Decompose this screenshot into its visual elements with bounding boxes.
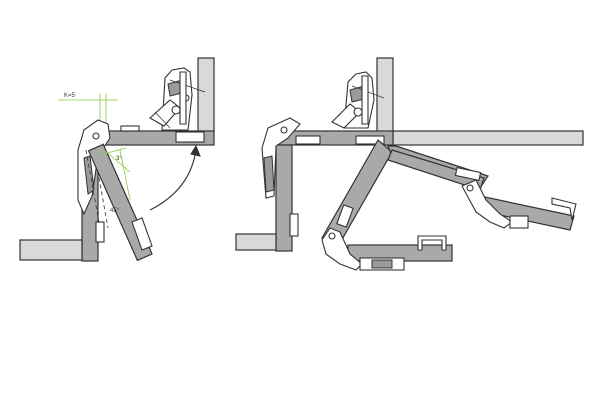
angle-small-label: 3° bbox=[116, 156, 122, 162]
left-mounting-plate-a bbox=[120, 125, 140, 132]
right-wall-panel bbox=[376, 57, 394, 133]
left-hinge-closed bbox=[149, 67, 206, 131]
right-far-door bbox=[475, 195, 577, 231]
right-side-hinge bbox=[261, 117, 301, 199]
left-handle-bracket bbox=[131, 217, 153, 251]
left-dimension-k: K=5 bbox=[58, 93, 118, 128]
right-assembly bbox=[235, 57, 584, 271]
left-assembly: K=5 3° 45° bbox=[19, 57, 215, 262]
right-lower-bracket-a bbox=[289, 213, 299, 237]
angle-mark-label: 45° bbox=[110, 208, 120, 214]
k-value-label: K=5 bbox=[64, 93, 76, 99]
right-lower-hinge bbox=[321, 227, 405, 271]
right-far-hinge bbox=[461, 179, 529, 229]
right-upper-plate bbox=[454, 166, 482, 182]
left-lower-bracket bbox=[95, 221, 105, 243]
right-diagonal-bracket bbox=[336, 204, 354, 228]
left-wall-panel bbox=[197, 57, 215, 133]
right-vertical-panel bbox=[275, 144, 293, 252]
right-base-panel bbox=[235, 233, 277, 251]
right-long-panel bbox=[392, 130, 584, 146]
left-mounting-plate-b bbox=[175, 131, 205, 143]
right-lower-door bbox=[347, 235, 453, 262]
left-base-panel bbox=[19, 239, 83, 261]
left-angle-dimension: 3° 45° bbox=[99, 147, 131, 214]
left-hinge-open bbox=[77, 119, 111, 229]
right-mounting-plate-a bbox=[295, 135, 321, 145]
right-mounting-plate-b bbox=[355, 135, 385, 145]
rotation-arrow bbox=[149, 144, 201, 211]
right-hinge-closed bbox=[331, 71, 385, 129]
